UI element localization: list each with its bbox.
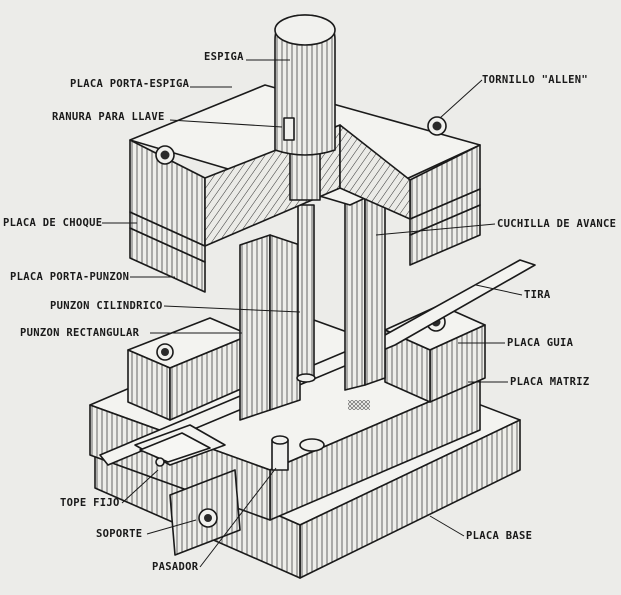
label-placa-matriz: PLACA MATRIZ <box>510 376 589 388</box>
labels: ESPIGA PLACA PORTA-ESPIGA RANURA PARA LL… <box>3 51 616 573</box>
soporte <box>169 469 241 556</box>
espiga <box>274 14 336 201</box>
label-ranura-para-llave: RANURA PARA LLAVE <box>52 111 165 123</box>
tope-fijo <box>134 424 226 467</box>
label-punzon-cilindrico: PUNZON CILINDRICO <box>50 300 163 312</box>
label-espiga: ESPIGA <box>204 51 244 63</box>
punzon-rectangular <box>239 234 301 421</box>
cuchilla-de-avance <box>344 194 386 391</box>
label-tornillo-allen: TORNILLO "ALLEN" <box>482 74 588 86</box>
label-placa-de-choque: PLACA DE CHOQUE <box>3 217 102 229</box>
placa-de-choque <box>129 188 481 263</box>
label-tira: TIRA <box>524 289 551 301</box>
label-cuchilla-de-avance: CUCHILLA DE AVANCE <box>497 218 616 230</box>
label-pasador: PASADOR <box>152 561 199 573</box>
label-soporte: SOPORTE <box>96 528 142 540</box>
label-placa-porta-punzon: PLACA PORTA-PUNZON <box>10 271 129 283</box>
label-placa-guia: PLACA GUIA <box>507 337 574 349</box>
label-punzon-rectangular: PUNZON RECTANGULAR <box>20 327 140 339</box>
label-placa-base: PLACA BASE <box>466 530 532 542</box>
label-tope-fijo: TOPE FIJO <box>60 497 120 509</box>
punzon-cilindrico <box>296 204 316 383</box>
label-placa-porta-espiga: PLACA PORTA-ESPIGA <box>70 78 190 90</box>
pasador <box>271 435 325 471</box>
